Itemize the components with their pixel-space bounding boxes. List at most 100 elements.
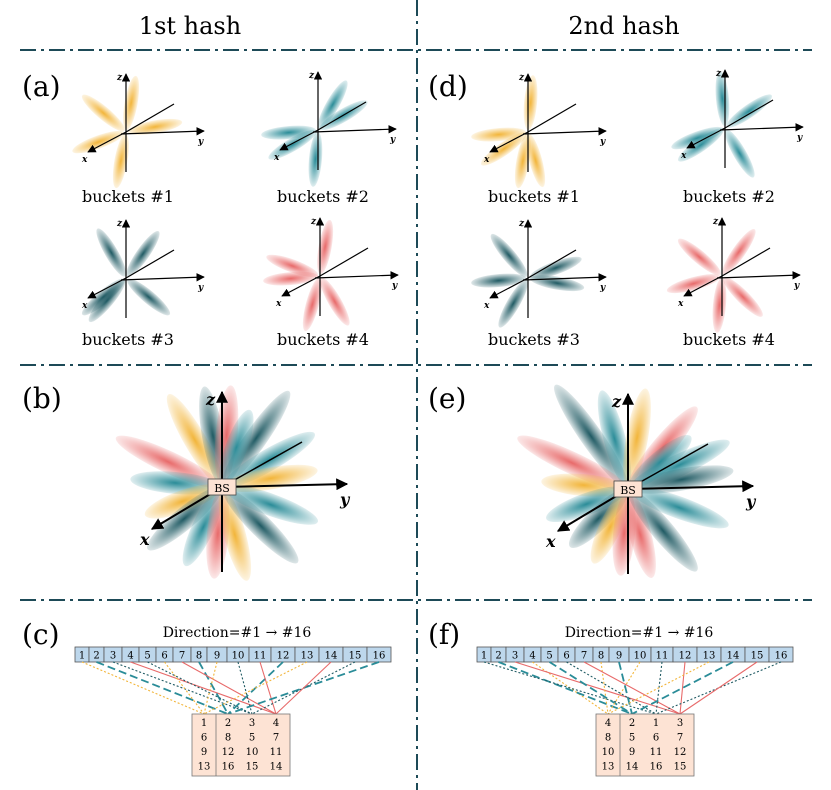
direction-cell-label: 8 xyxy=(598,651,604,662)
bucket-plot-2-axes: zyx xyxy=(273,71,397,170)
left-big-y-axis xyxy=(221,478,349,491)
table-cell: 15 xyxy=(674,762,687,773)
bucket-plot-4-y-label: y xyxy=(391,281,398,291)
mapping-line xyxy=(679,661,686,715)
direction-cell-label: 5 xyxy=(144,651,150,662)
mapping-line xyxy=(203,661,218,715)
bucket-plot-5-z-label: z xyxy=(518,73,525,83)
direction-cell-label: 2 xyxy=(93,651,99,662)
beam-lobe xyxy=(712,277,727,333)
mapping-line xyxy=(583,661,681,715)
bucket-plot-2-z-label: z xyxy=(308,71,315,81)
beam-lobe xyxy=(629,486,729,529)
beam-lobe xyxy=(72,130,125,154)
direction-cell-label: 8 xyxy=(196,651,202,662)
bucket-caption: buckets #2 xyxy=(277,187,369,206)
table-cell: 9 xyxy=(629,747,635,758)
right-big-bs-box xyxy=(613,480,643,498)
header-second-hash: 2nd hash xyxy=(568,12,679,40)
beam-lobe xyxy=(597,390,632,488)
bucket-plot-7-y-label: y xyxy=(599,283,606,293)
beam-lobe xyxy=(715,71,730,127)
beam-lobe xyxy=(623,388,651,488)
table-cell: 14 xyxy=(626,762,639,773)
mapping-line xyxy=(275,661,332,715)
panel-label-f: (f) xyxy=(428,618,460,651)
direction-cell-label: 3 xyxy=(512,651,518,662)
panel-label-a: (a) xyxy=(22,70,61,103)
beam-lobe xyxy=(722,229,756,275)
table-cell: 13 xyxy=(198,762,211,773)
mapping-line xyxy=(259,661,277,715)
direction-cell-label: 4 xyxy=(529,651,535,662)
table-cell: 2 xyxy=(225,718,231,729)
mapping-line xyxy=(514,661,681,715)
bucket-plot-1-z-label: z xyxy=(116,73,123,83)
bucket-plot-8-z-label: z xyxy=(712,217,719,227)
mapping-line xyxy=(130,661,277,715)
mapping-line xyxy=(532,661,609,715)
beam-lobe xyxy=(127,278,171,316)
bucket-plot-2: zyx buckets #2 xyxy=(261,71,397,206)
direction-cell-label: 6 xyxy=(161,651,167,662)
table-cell: 1 xyxy=(653,718,659,729)
table-cell: 4 xyxy=(273,718,279,729)
left-big-bs-label: BS xyxy=(214,482,230,495)
table-cell: 5 xyxy=(249,733,255,744)
direction-cell-label: 14 xyxy=(325,651,338,662)
beam-lobe xyxy=(223,464,318,493)
right-big-x-label: x xyxy=(545,532,556,551)
right-big-bs-label: BS xyxy=(620,484,636,497)
beam-lobe xyxy=(123,75,140,131)
mapping-line xyxy=(655,661,663,715)
direction-cell-label: 13 xyxy=(301,651,314,662)
direction-cell-label: 1 xyxy=(79,651,85,662)
left-bucket-table xyxy=(191,713,291,777)
direction-cell-label: 3 xyxy=(110,651,116,662)
left-big-x-label: x xyxy=(139,530,150,549)
table-cell: 2 xyxy=(629,718,635,729)
header-first-hash: 1st hash xyxy=(139,12,241,40)
beam-lobe xyxy=(319,277,350,326)
panel-label-e: (e) xyxy=(428,382,466,415)
left-big-bs-box xyxy=(207,478,237,496)
table-cell: 10 xyxy=(602,747,615,758)
bucket-plot-2-x-label: x xyxy=(273,153,280,163)
table-cell: 3 xyxy=(249,718,255,729)
beam-lobe xyxy=(628,434,692,490)
bucket-plot-6-axes: zyx xyxy=(680,69,804,168)
bucket-plot-6-y-label: y xyxy=(796,133,803,143)
table-cell: 7 xyxy=(273,733,279,744)
bucket-plot-7-axes: zyx xyxy=(483,219,607,318)
bucket-plot-1-axes: zyx xyxy=(81,73,205,172)
beam-lobe xyxy=(222,487,299,564)
bucket-caption: buckets #3 xyxy=(488,330,580,349)
direction-cell-label: 16 xyxy=(373,651,386,662)
mapping-line xyxy=(198,661,229,715)
table-cell: 12 xyxy=(674,747,687,758)
beam-lobe xyxy=(263,271,319,286)
direction-cell-label: 12 xyxy=(277,651,290,662)
beam-lobe xyxy=(127,118,183,135)
beam-lobe xyxy=(308,131,323,187)
beam-lobe xyxy=(624,490,656,578)
bucket-caption: buckets #2 xyxy=(683,187,775,206)
mapping-line xyxy=(655,661,782,715)
direction-cell-label: 9 xyxy=(214,651,220,662)
bucket-plot-3-x-label: x xyxy=(81,301,88,311)
bucket-caption: buckets #1 xyxy=(488,187,580,206)
beam-lobe xyxy=(526,133,546,188)
beam-lobe xyxy=(266,254,319,278)
table-cell: 8 xyxy=(605,733,611,744)
bucket-plot-4-axes: zyx xyxy=(275,217,399,316)
beam-lobe xyxy=(219,409,254,486)
